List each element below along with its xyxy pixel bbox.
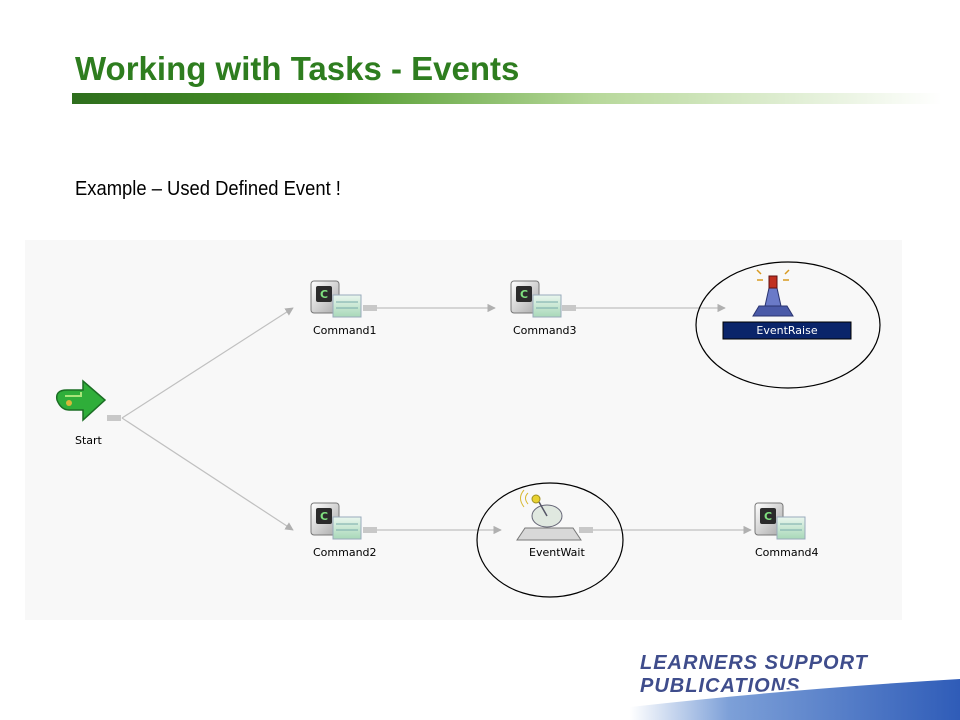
svg-text:C: C	[764, 510, 772, 523]
eventraise-node[interactable]: EventRaise	[722, 269, 852, 340]
logo-swoosh	[630, 678, 960, 720]
command3-node[interactable]: C Command3	[510, 280, 577, 337]
command1-node[interactable]: C Command1	[310, 280, 377, 337]
link-handle[interactable]	[579, 527, 593, 533]
svg-text:C: C	[520, 288, 528, 301]
beacon-icon	[752, 269, 794, 317]
svg-text:C: C	[320, 288, 328, 301]
start-arrow-icon	[55, 379, 107, 422]
command-task-icon: C	[510, 280, 562, 318]
eventwait-label: EventWait	[529, 546, 585, 559]
workflow-canvas: Start C Command1 C Com	[25, 240, 902, 620]
eventraise-highlight	[695, 261, 881, 389]
link-start-command2[interactable]	[121, 417, 294, 531]
workflow-diagram: Start C Command1 C Com	[55, 261, 881, 598]
command2-node[interactable]: C Command2	[310, 502, 377, 559]
eventraise-selection	[722, 321, 852, 340]
command-task-icon: C	[754, 502, 806, 540]
svg-text:C: C	[320, 510, 328, 523]
link-start-command1[interactable]	[121, 307, 294, 419]
link-handle[interactable]	[107, 415, 121, 421]
eventwait-node[interactable]: EventWait	[516, 489, 585, 559]
command2-label: Command2	[313, 546, 377, 559]
eventwait-highlight	[476, 482, 624, 598]
title-underline	[72, 93, 942, 104]
start-label: Start	[75, 434, 103, 447]
command4-label: Command4	[755, 546, 819, 559]
slide-title: Working with Tasks - Events	[75, 50, 520, 87]
command1-label: Command1	[313, 324, 377, 337]
link-handle[interactable]	[363, 527, 377, 533]
command3-label: Command3	[513, 324, 577, 337]
link-handle[interactable]	[363, 305, 377, 311]
link-handle[interactable]	[562, 305, 576, 311]
eventraise-label: EventRaise	[756, 324, 817, 337]
command-task-icon: C	[310, 502, 362, 540]
publisher-logo: LEARNERS SUPPORT PUBLICATIONS	[640, 652, 868, 697]
start-node[interactable]: Start	[55, 379, 107, 447]
satellite-dish-icon	[516, 489, 582, 541]
command4-node[interactable]: C Command4	[754, 502, 819, 559]
command-task-icon: C	[310, 280, 362, 318]
slide-subtitle: Example – Used Defined Event !	[75, 178, 341, 200]
